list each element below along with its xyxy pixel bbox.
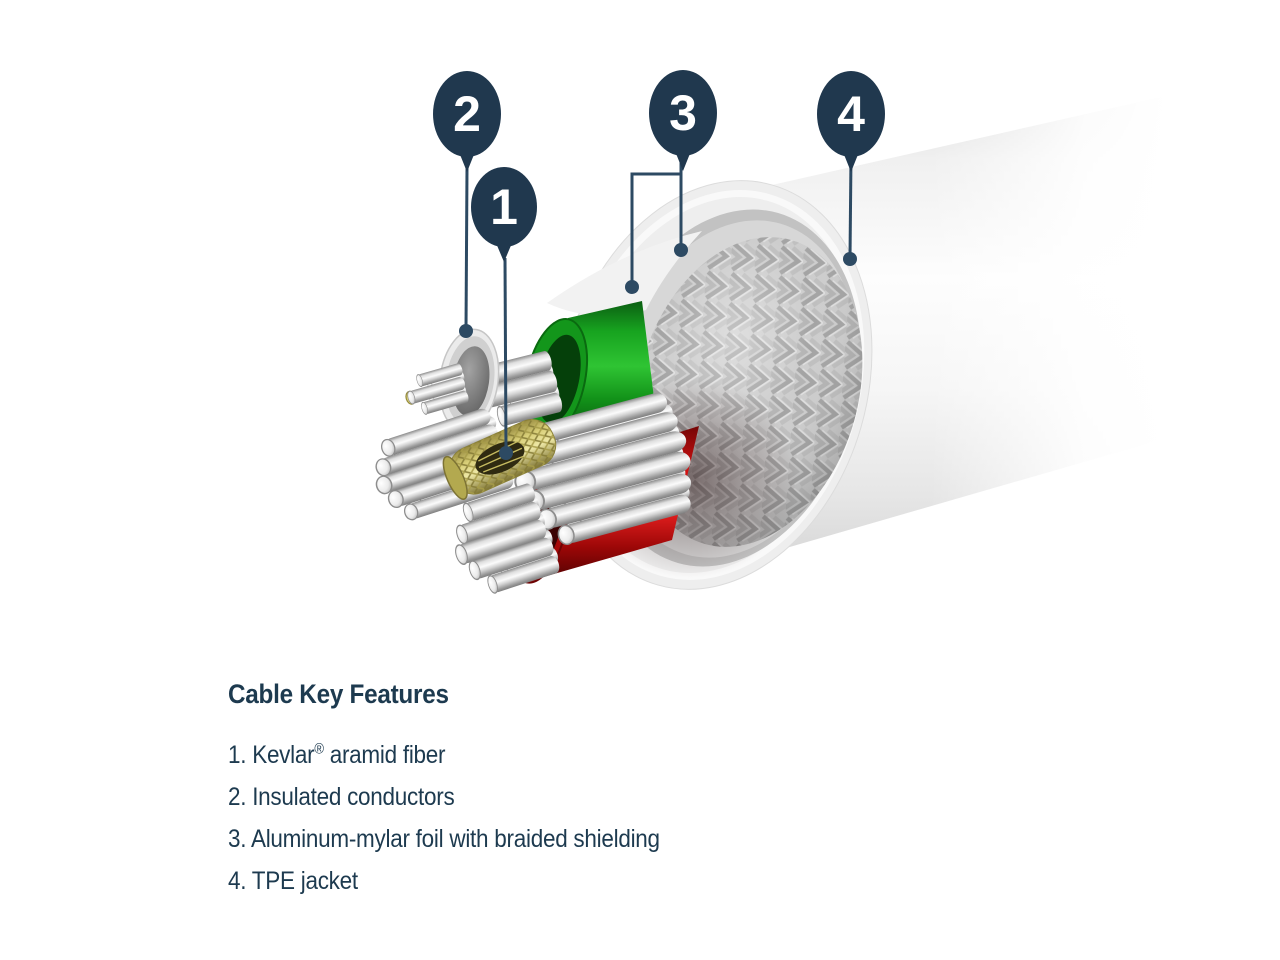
callout-2-bubble bbox=[433, 71, 501, 157]
callout-2-pointer-line bbox=[464, 167, 469, 331]
callout-3-branch-line bbox=[630, 172, 681, 287]
callout-1-dot bbox=[499, 446, 513, 460]
callouts: 2 1 3 4 bbox=[433, 70, 885, 460]
callout-3-bubble-tail bbox=[675, 151, 691, 171]
feature-number: 2. bbox=[228, 783, 247, 811]
callout-3-number: 3 bbox=[669, 85, 697, 141]
callout-1: 1 bbox=[471, 167, 537, 460]
cable-body bbox=[373, 55, 1210, 615]
callout-1-number: 1 bbox=[490, 179, 518, 235]
feature-label: aramid fiber bbox=[323, 741, 446, 769]
cable-key-features: Cable Key Features 1. Kevlar® aramid fib… bbox=[228, 679, 660, 902]
features-title: Cable Key Features bbox=[228, 679, 449, 709]
callout-4-bubble bbox=[817, 71, 885, 157]
white-conductor-strands bbox=[405, 362, 471, 416]
callout-2-bubble-tail bbox=[459, 152, 475, 172]
feature-item-1: 1. Kevlar® aramid fiber bbox=[228, 734, 660, 776]
callout-2: 2 bbox=[433, 71, 501, 338]
feature-number: 3. bbox=[228, 825, 247, 853]
feature-number: 1. bbox=[228, 741, 247, 769]
callout-1-pointer-line bbox=[503, 257, 508, 453]
feature-label: Insulated conductors bbox=[246, 783, 455, 811]
kevlar-fiber-streaks bbox=[478, 440, 524, 473]
callout-2-number: 2 bbox=[453, 86, 481, 142]
callout-4-number: 4 bbox=[837, 86, 865, 142]
callout-2-dot bbox=[459, 324, 473, 338]
feature-number: 4. bbox=[228, 867, 247, 895]
callout-1-bubble-tail bbox=[496, 243, 512, 262]
callout-4-pointer-line bbox=[848, 155, 853, 259]
jacket-fade bbox=[930, 55, 1210, 615]
jacket-rim-flap bbox=[547, 231, 702, 316]
kevlar-end-cap bbox=[442, 455, 468, 500]
callout-3-dot bbox=[674, 243, 688, 257]
callout-3-bubble bbox=[649, 70, 717, 156]
feature-item-4: 4. TPE jacket bbox=[228, 860, 660, 902]
callout-3-branch-dot bbox=[625, 280, 639, 294]
callout-4-dot bbox=[843, 252, 857, 266]
registered-trademark-symbol: ® bbox=[314, 741, 324, 758]
feature-item-2: 2. Insulated conductors bbox=[228, 776, 660, 818]
feature-label: Kevlar bbox=[246, 741, 315, 769]
feature-item-3: 3. Aluminum-mylar foil with braided shie… bbox=[228, 818, 660, 860]
feature-label: Aluminum-mylar foil with braided shieldi… bbox=[246, 825, 660, 853]
callout-1-bubble bbox=[471, 167, 537, 247]
callout-4: 4 bbox=[817, 71, 885, 266]
feature-list: 1. Kevlar® aramid fiber 2. Insulated con… bbox=[228, 734, 660, 902]
feature-label: TPE jacket bbox=[246, 867, 358, 895]
callout-4-bubble-tail bbox=[843, 152, 859, 172]
callout-3: 3 bbox=[625, 70, 717, 294]
